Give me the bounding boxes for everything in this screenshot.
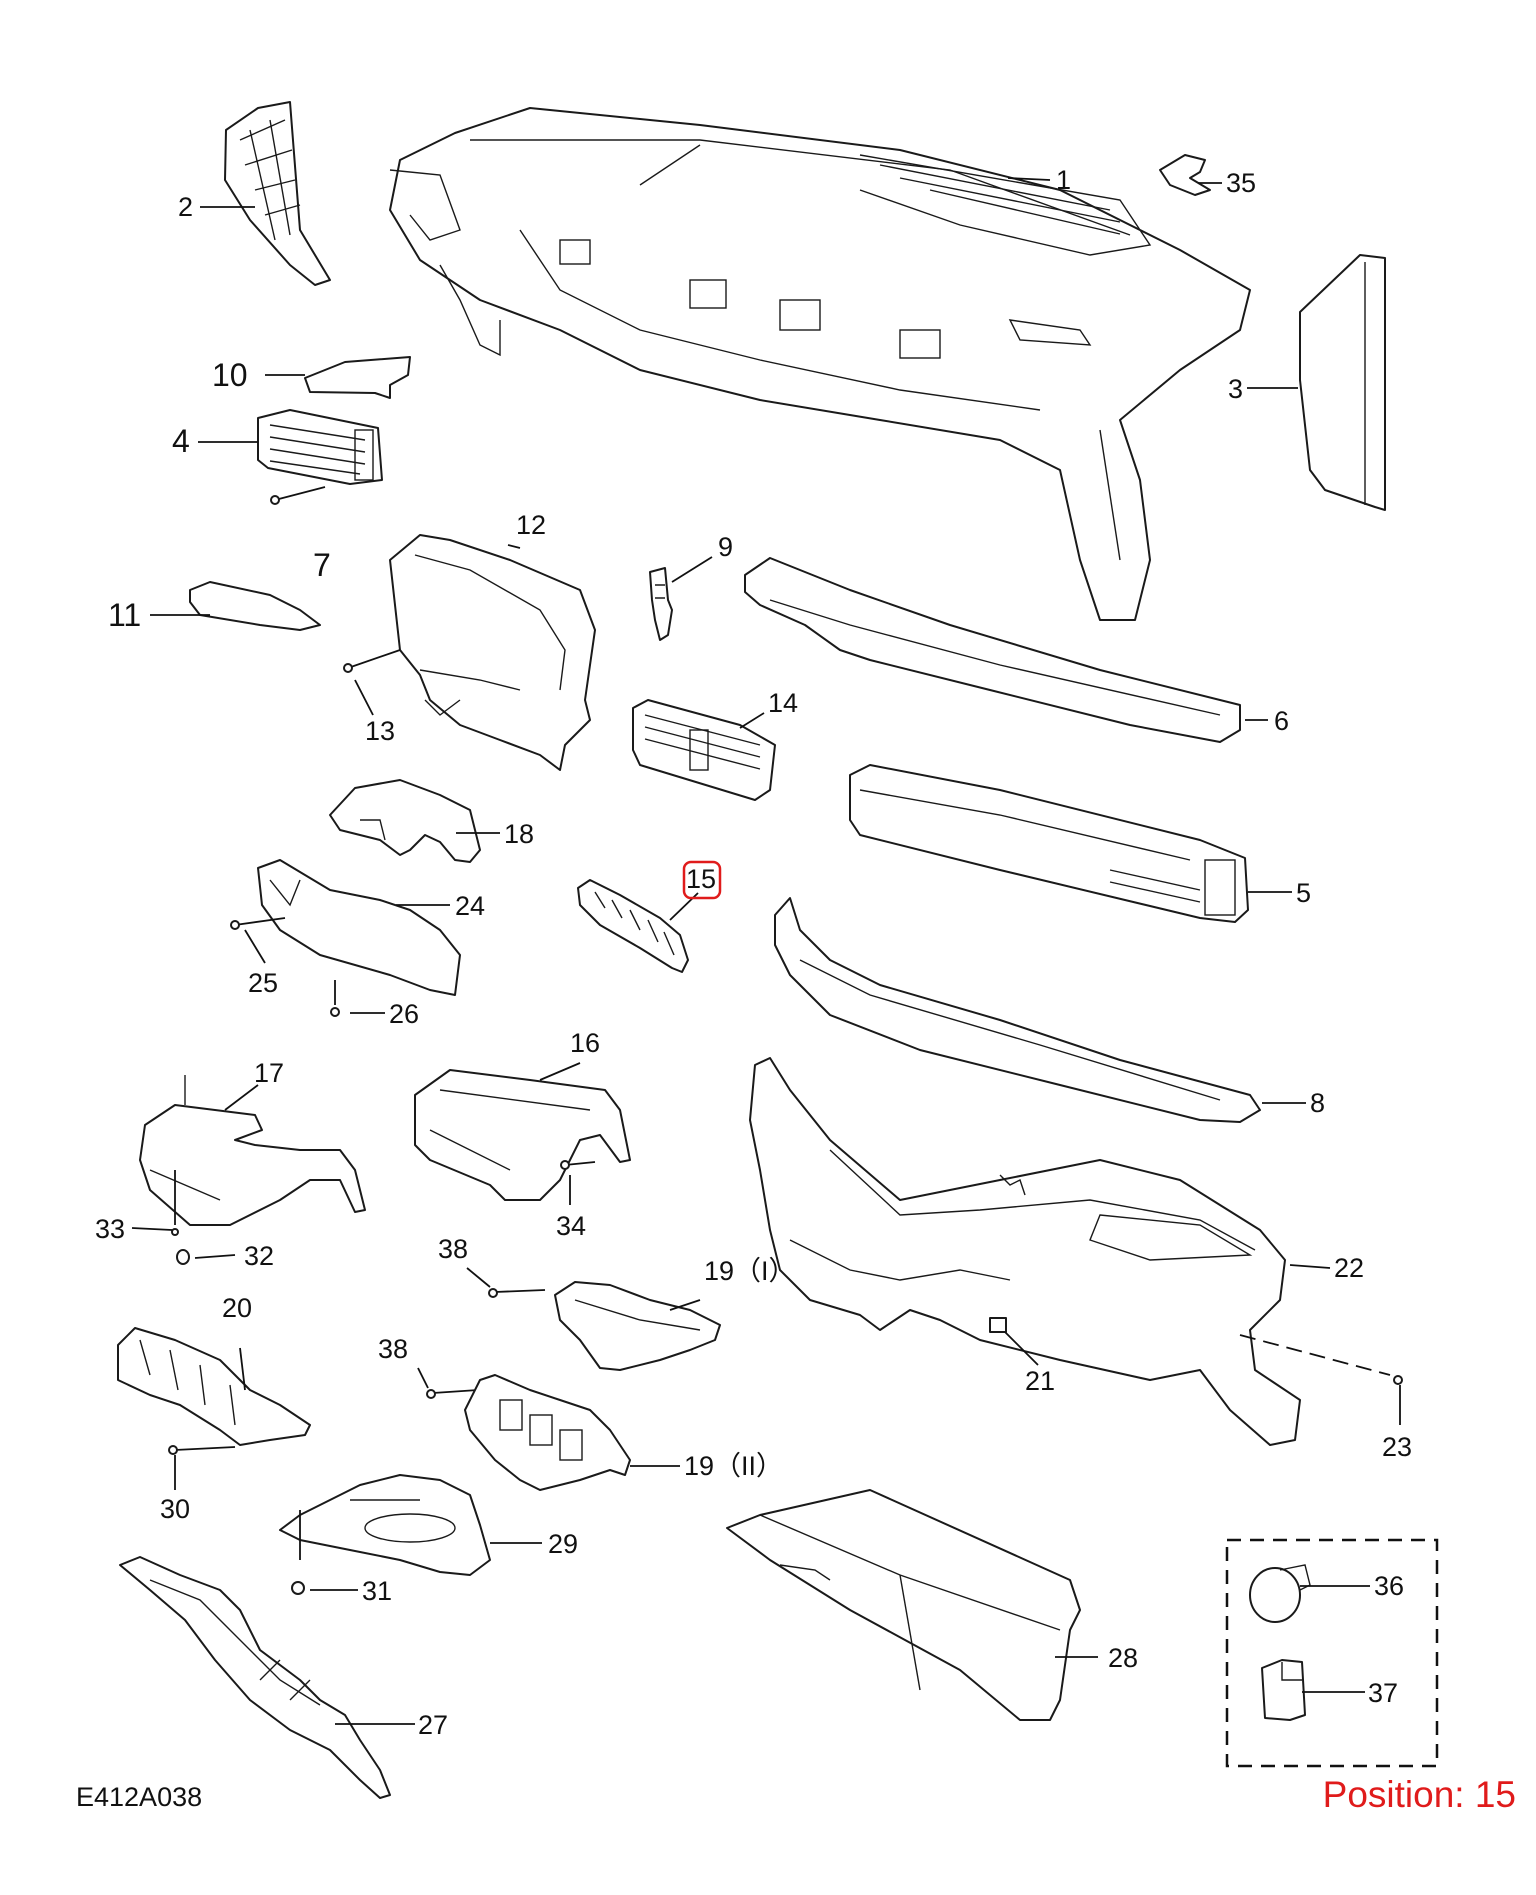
- part-10-cover[interactable]: [304, 356, 411, 399]
- part-3-side-trim-right[interactable]: [1299, 254, 1386, 511]
- part-1-instrument-panel[interactable]: [389, 107, 1251, 621]
- inset-box: [1225, 1538, 1439, 1768]
- callout-38-lower[interactable]: 38: [378, 1334, 408, 1364]
- callout-30[interactable]: 30: [160, 1494, 190, 1524]
- callout-19-i[interactable]: 19（I）: [704, 1256, 796, 1286]
- part-6-trim-panel-upper[interactable]: [744, 557, 1241, 743]
- part-12-cluster-surround[interactable]: [389, 534, 596, 771]
- part-20-bracket[interactable]: [117, 1327, 311, 1446]
- part-23-screw[interactable]: [1239, 1334, 1403, 1385]
- part-28-glovebox[interactable]: [726, 1489, 1081, 1721]
- callout-3[interactable]: 3: [1228, 374, 1243, 404]
- callout-12[interactable]: 12: [516, 510, 546, 540]
- part-30-screw[interactable]: [168, 1445, 236, 1455]
- callout-15[interactable]: 15: [686, 864, 716, 894]
- leader-lines: [131, 177, 1401, 1725]
- part-14-air-vent-center[interactable]: [632, 699, 776, 801]
- callout-6[interactable]: 6: [1274, 706, 1289, 736]
- callout-36[interactable]: 36: [1374, 1571, 1404, 1601]
- part-36-grommet[interactable]: [1249, 1564, 1311, 1623]
- part-24-column-cover-lower[interactable]: [257, 859, 461, 996]
- part-32-clip[interactable]: [176, 1249, 190, 1265]
- callout-28[interactable]: 28: [1108, 1643, 1138, 1673]
- callout-26[interactable]: 26: [389, 999, 419, 1029]
- part-7-screw[interactable]: [270, 486, 326, 505]
- diagram-reference-code: E412A038: [76, 1782, 203, 1812]
- callout-5[interactable]: 5: [1296, 878, 1311, 908]
- part-27-lower-trim[interactable]: [119, 1556, 391, 1799]
- part-8-trim-panel-lower[interactable]: [774, 897, 1261, 1123]
- callout-10[interactable]: 10: [212, 357, 248, 393]
- part-19-i-bracket[interactable]: [554, 1281, 721, 1371]
- callout-25[interactable]: 25: [248, 968, 278, 998]
- callout-33[interactable]: 33: [95, 1214, 125, 1244]
- callout-2[interactable]: 2: [178, 192, 193, 222]
- part-9-bracket[interactable]: [649, 567, 673, 641]
- callout-22[interactable]: 22: [1334, 1253, 1364, 1283]
- part-29-tray[interactable]: [279, 1474, 491, 1576]
- part-21-clip[interactable]: [989, 1317, 1007, 1333]
- callout-31[interactable]: 31: [362, 1576, 392, 1606]
- part-38-screw-lower[interactable]: [426, 1389, 479, 1399]
- part-37-clip[interactable]: [1261, 1659, 1306, 1721]
- part-2-side-trim-left[interactable]: [224, 101, 331, 286]
- part-4-air-vent-left[interactable]: [257, 409, 383, 485]
- callout-1[interactable]: 1: [1056, 165, 1071, 195]
- callout-9[interactable]: 9: [718, 532, 733, 562]
- part-5-air-vent-right[interactable]: [849, 764, 1249, 923]
- callout-8[interactable]: 8: [1310, 1088, 1325, 1118]
- callout-35[interactable]: 35: [1226, 168, 1256, 198]
- part-31-screw[interactable]: [291, 1510, 305, 1595]
- part-26-screw[interactable]: [330, 980, 340, 1017]
- callout-19-ii[interactable]: 19（II）: [684, 1451, 783, 1481]
- callout-21[interactable]: 21: [1025, 1366, 1055, 1396]
- part-33-screw[interactable]: [171, 1170, 179, 1236]
- part-38-screw-upper[interactable]: [488, 1288, 546, 1298]
- callout-27[interactable]: 27: [418, 1710, 448, 1740]
- callout-23[interactable]: 23: [1382, 1432, 1412, 1462]
- part-11-trim-strip[interactable]: [189, 581, 321, 631]
- callout-17[interactable]: 17: [254, 1058, 284, 1088]
- callout-labels: 1 2 3 4 5 6 7 8 9 10 11 12 13 14 15 16 1…: [95, 165, 1412, 1740]
- callout-32[interactable]: 32: [244, 1241, 274, 1271]
- part-13-screw[interactable]: [343, 649, 401, 673]
- callout-34[interactable]: 34: [556, 1211, 586, 1241]
- part-16-knee-airbag-bracket[interactable]: [414, 1069, 631, 1201]
- callout-20[interactable]: 20: [222, 1293, 252, 1323]
- part-17-knee-bolster-bracket[interactable]: [139, 1075, 366, 1226]
- selected-position-highlight: [682, 860, 722, 900]
- part-15-vent-bracket[interactable]: [577, 879, 689, 973]
- callout-13[interactable]: 13: [365, 716, 395, 746]
- part-18-column-cover-upper[interactable]: [329, 779, 481, 863]
- part-25-screw[interactable]: [230, 917, 286, 930]
- callout-11[interactable]: 11: [108, 597, 141, 633]
- callout-37[interactable]: 37: [1368, 1678, 1398, 1708]
- callout-4[interactable]: 4: [172, 423, 190, 459]
- callout-18[interactable]: 18: [504, 819, 534, 849]
- part-22-console-bracket[interactable]: [749, 1057, 1301, 1446]
- callout-14[interactable]: 14: [768, 688, 798, 718]
- callout-16[interactable]: 16: [570, 1028, 600, 1058]
- callout-7[interactable]: 7: [313, 547, 331, 583]
- selected-position-label: Position: 15: [1322, 1774, 1516, 1815]
- callout-38-upper[interactable]: 38: [438, 1234, 468, 1264]
- callout-29[interactable]: 29: [548, 1529, 578, 1559]
- part-35-clip[interactable]: [1159, 154, 1211, 196]
- callout-24[interactable]: 24: [455, 891, 485, 921]
- part-19-ii-bracket[interactable]: [464, 1374, 631, 1491]
- part-34-screw[interactable]: [560, 1160, 596, 1170]
